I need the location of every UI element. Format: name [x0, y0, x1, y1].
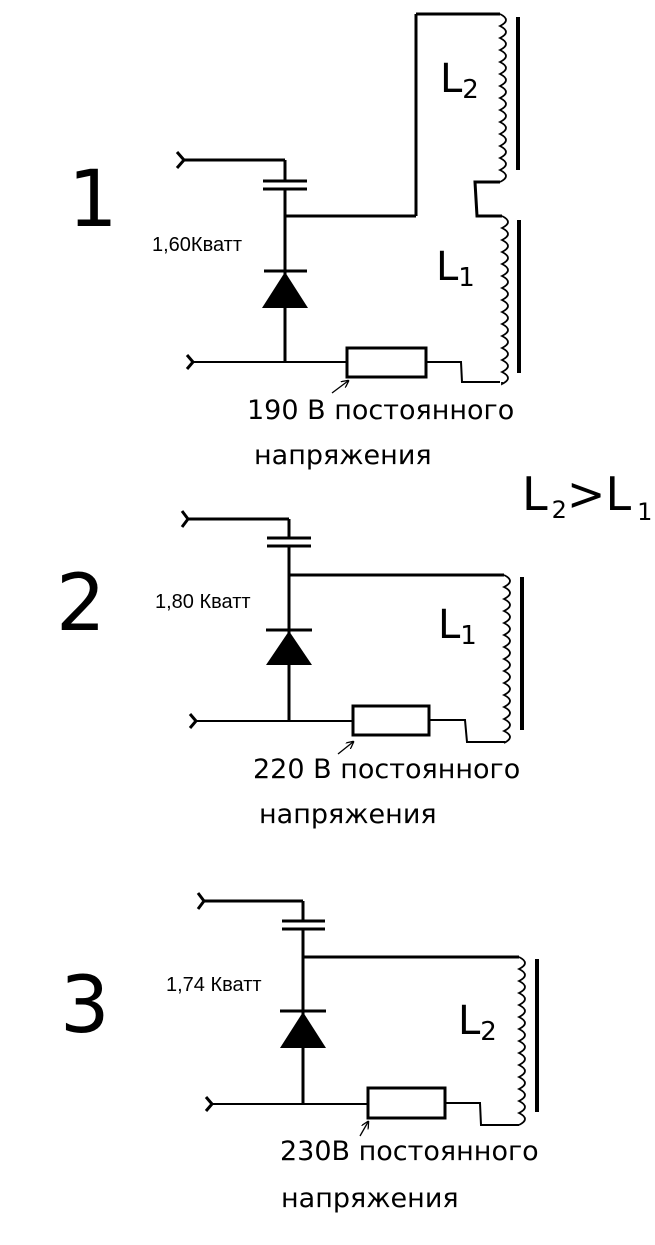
- voltage-label-line2: напряжения: [259, 799, 437, 830]
- inductor-label-l1: L1: [436, 244, 475, 293]
- input-terminal-icon: [204, 1096, 368, 1112]
- voltage-label-line1: 190 В постоянного: [247, 395, 514, 426]
- circuit-number: 1: [68, 155, 118, 245]
- circuit-3: 3 1,74 Кватт 230В постоянного напря: [60, 892, 539, 1214]
- inductor-label-l2: L2: [440, 56, 479, 105]
- capacitor-icon: [282, 919, 325, 931]
- capacitor-icon: [263, 179, 307, 191]
- inductor-coil-icon: [516, 956, 539, 1126]
- power-label: 1,60Кватт: [152, 234, 242, 256]
- input-terminal-icon: [196, 892, 303, 910]
- circuit-1: 1: [68, 12, 521, 471]
- voltage-label-line2: напряжения: [281, 1183, 459, 1214]
- power-label: 1,80 Кватт: [155, 591, 251, 613]
- inductor-coil-icon: [497, 13, 520, 183]
- inductor-coil-icon: [499, 215, 521, 386]
- power-label: 1,74 Кватт: [166, 974, 262, 996]
- inductor-coil-icon: [501, 574, 524, 744]
- resistor-icon: [351, 704, 431, 737]
- capacitor-icon: [267, 536, 311, 548]
- circuit-2: 2 1,80 Кватт 220 В постоянного напр: [56, 510, 524, 830]
- input-terminal-icon: [180, 510, 289, 528]
- resistor-icon: [366, 1086, 447, 1120]
- input-terminal-icon: [175, 151, 285, 169]
- circuit-number: 2: [56, 559, 106, 649]
- voltage-label-line1: 220 В постоянного: [253, 754, 520, 785]
- diode-icon: [280, 1009, 326, 1048]
- inductor-label-l1: L1: [438, 602, 477, 651]
- input-terminal-icon: [188, 713, 353, 729]
- resistor-icon: [345, 346, 428, 379]
- diode-icon: [262, 269, 308, 308]
- inductor-label-l2: L2: [458, 998, 497, 1047]
- circuit-number: 3: [60, 961, 110, 1051]
- voltage-label-line1: 230В постоянного: [280, 1136, 539, 1167]
- voltage-label-line2: напряжения: [254, 440, 432, 471]
- diode-icon: [266, 628, 312, 665]
- input-terminal-icon: [185, 354, 347, 370]
